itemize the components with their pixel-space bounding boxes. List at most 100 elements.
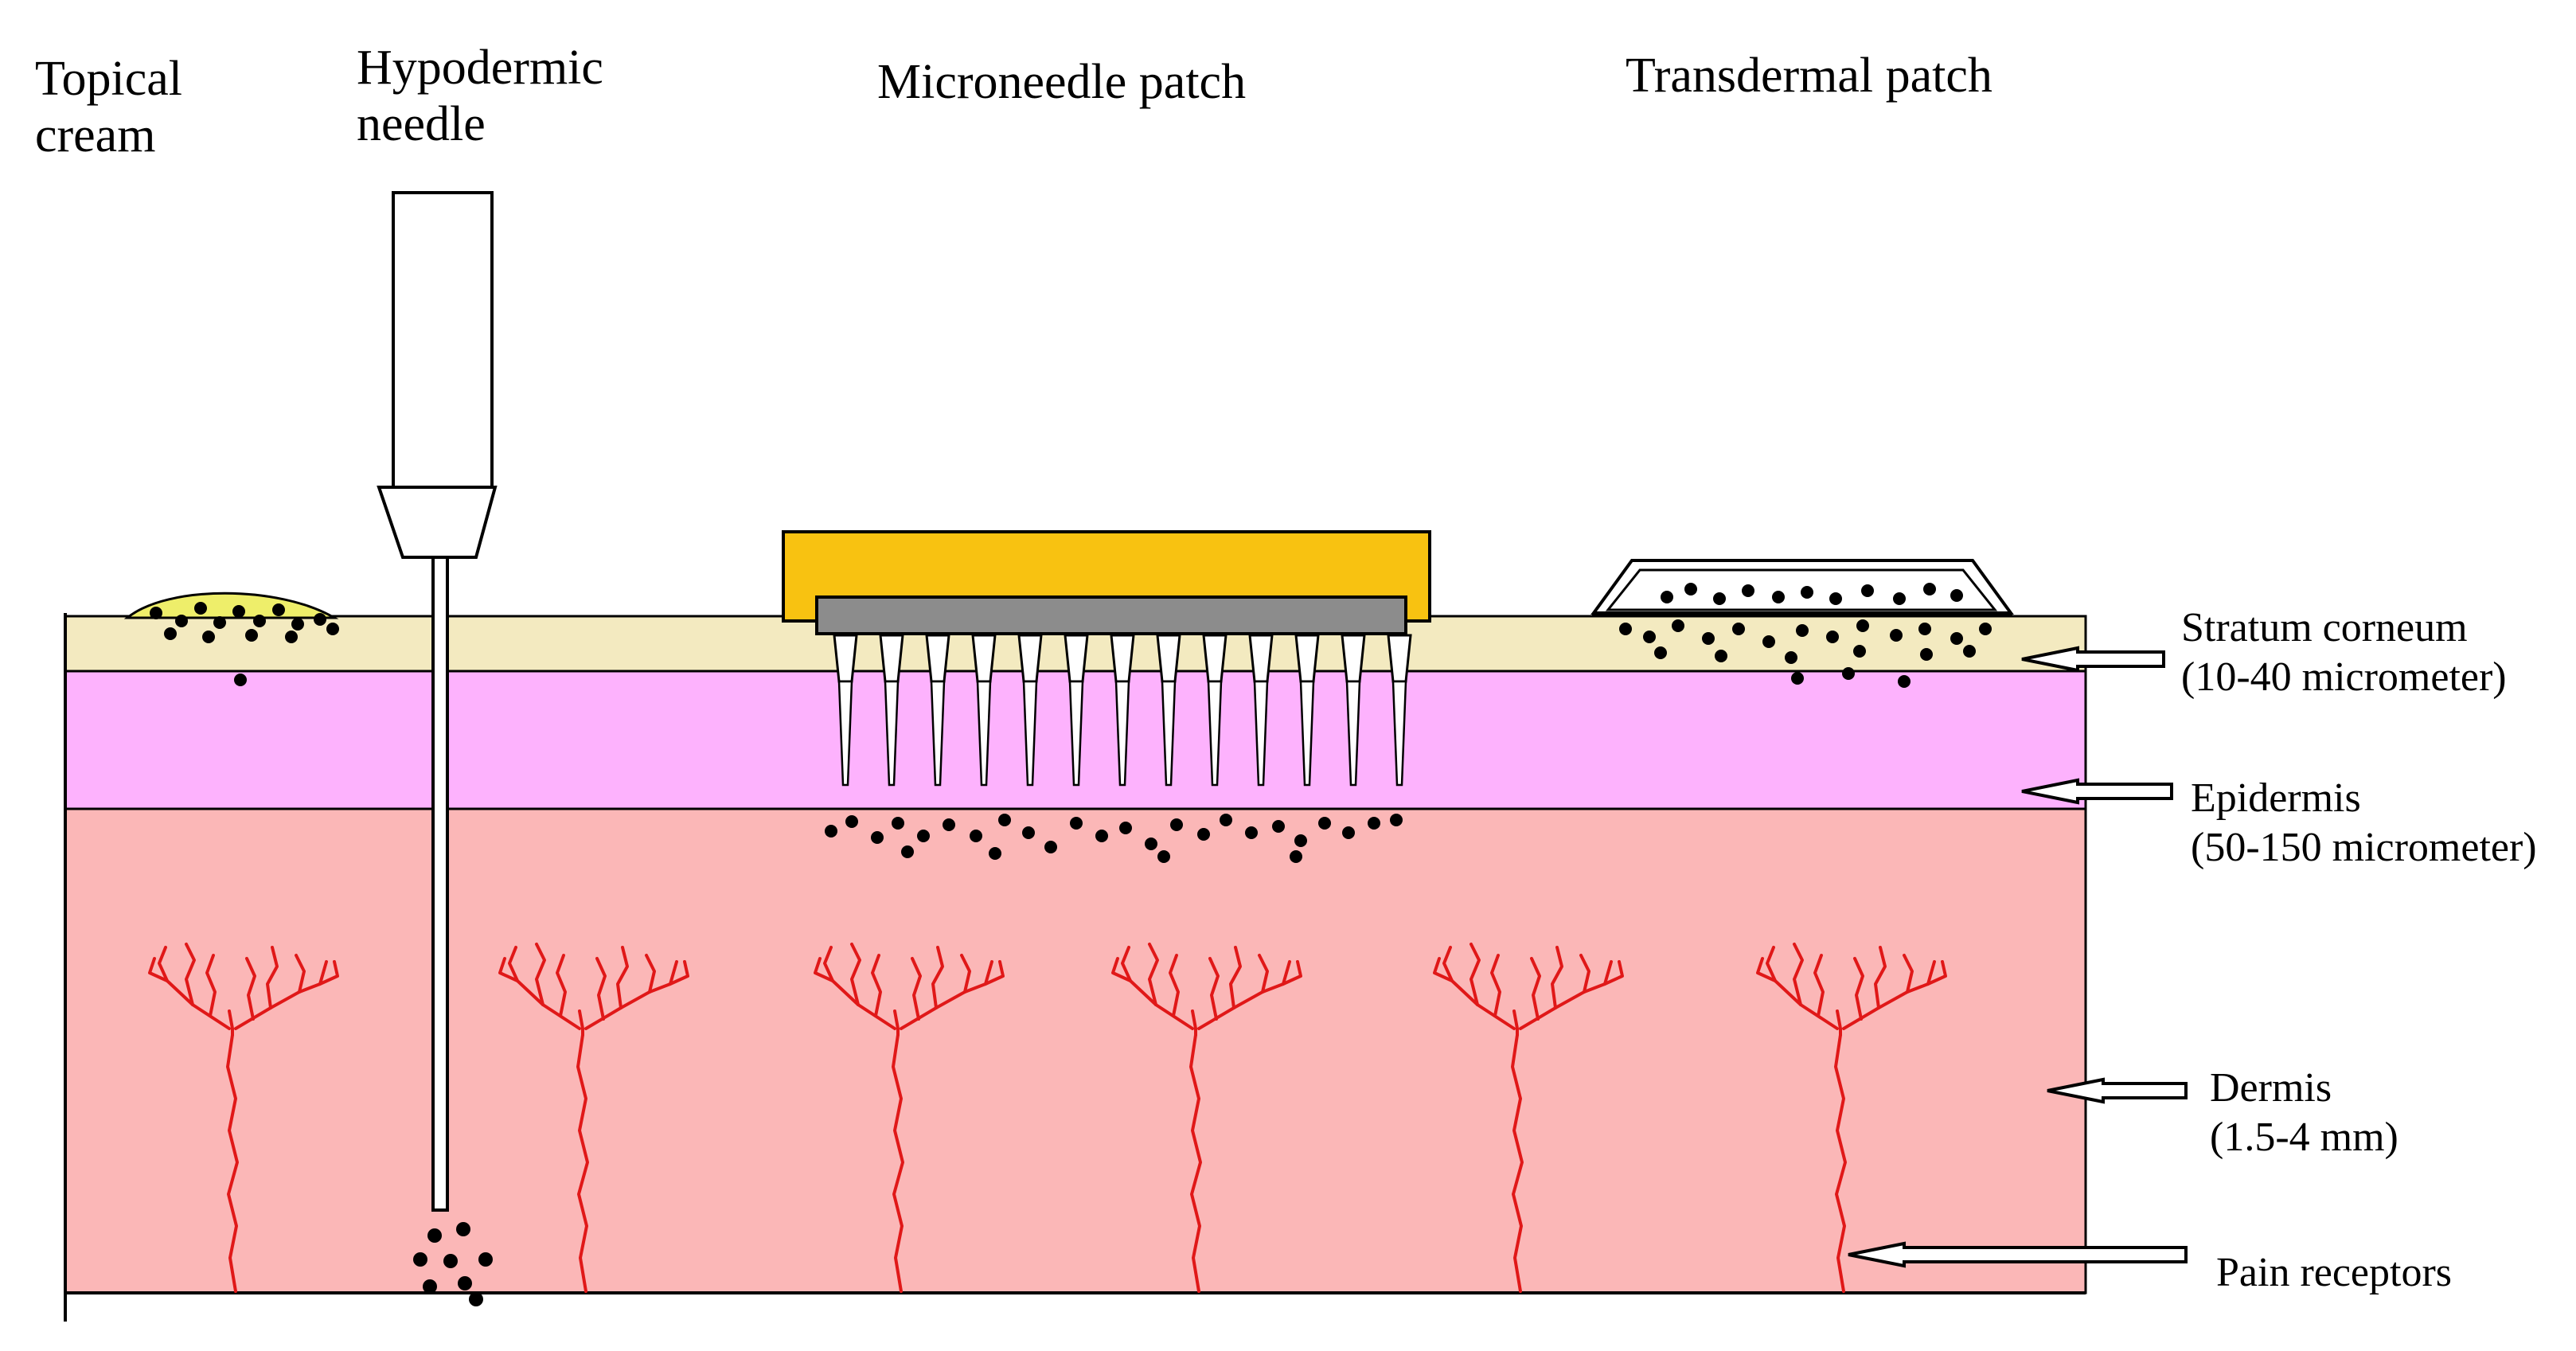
drug-particle: [1070, 817, 1083, 830]
nerve-stem: [578, 1009, 584, 1037]
nerve-branch: [1579, 954, 1590, 994]
drug-particle: [1145, 838, 1157, 850]
hypodermic-needle-label-line2: needle: [357, 97, 486, 152]
drug-particle: [1713, 592, 1726, 605]
nerve-branch: [1229, 946, 1242, 1009]
drug-particle: [1801, 586, 1813, 599]
nerve-branch: [1433, 957, 1454, 982]
drug-particle: [1762, 635, 1775, 648]
drug-particle: [458, 1276, 472, 1290]
microneedle-shank: [1341, 634, 1366, 683]
microneedle-tip: [1207, 680, 1223, 787]
syringe-hub: [377, 486, 498, 559]
microneedle-shank: [1110, 634, 1135, 683]
drug-particle: [1672, 619, 1684, 632]
nerve-branch: [1111, 957, 1132, 982]
drug-particle: [1157, 850, 1170, 863]
drug-particle: [1684, 583, 1697, 595]
hypodermic-needle-label-line1: Hypodermic: [357, 41, 603, 95]
nerve-trunk: [1511, 1033, 1524, 1293]
drug-particle: [1950, 589, 1963, 602]
nerve-stem: [1191, 1009, 1197, 1037]
microneedle-shank: [1064, 634, 1089, 683]
drug-particle: [314, 613, 326, 626]
nerve-branch: [1208, 957, 1220, 1021]
drug-particle: [1368, 817, 1380, 830]
microneedle: [1294, 634, 1320, 787]
drug-particle: [1742, 584, 1754, 597]
transdermal-patch-icon: [1590, 559, 2014, 617]
pain-receptors-group: [148, 943, 1947, 1293]
drug-particle: [202, 631, 215, 643]
microneedle: [1202, 634, 1228, 787]
nerve-trunk: [1834, 1033, 1847, 1293]
microneedle: [1341, 634, 1366, 787]
nerve-branch: [616, 946, 629, 1009]
nerve-branch: [1551, 946, 1563, 1009]
drug-particle: [1923, 583, 1936, 595]
microneedle-shank: [833, 634, 858, 683]
nerve-branch: [595, 957, 607, 1021]
nerve-trunk: [576, 1033, 589, 1293]
nerve-branch: [318, 960, 339, 986]
nerve-trunk: [892, 1033, 904, 1293]
microneedle-tip: [1345, 680, 1361, 787]
drug-particle: [1715, 650, 1727, 662]
dermis-label-line2: (1.5-4 mm): [2210, 1115, 2398, 1161]
stratum-corneum-label-line2: (10-40 micrometer): [2181, 654, 2507, 701]
drug-particle: [970, 830, 982, 842]
microneedle-shank: [1017, 634, 1043, 683]
microneedle-shank: [879, 634, 904, 683]
nerve-branch: [1756, 957, 1777, 982]
cream-drug-particles: [150, 602, 339, 686]
nerve-stem: [893, 1009, 900, 1037]
nerve-branch: [1148, 943, 1159, 1006]
dermis-label-line1: Dermis: [2210, 1065, 2332, 1111]
drug-particle: [901, 845, 914, 858]
microneedle-shank: [1294, 634, 1320, 683]
nerve-stem: [228, 1009, 234, 1037]
nerve-branch: [645, 954, 656, 994]
drug-particle: [1245, 826, 1258, 839]
microneedle: [971, 634, 997, 787]
nerve-branch: [1813, 954, 1825, 1017]
drug-particle: [272, 603, 285, 616]
microneedle-patch-label: Microneedle patch: [877, 55, 1247, 109]
drug-particle: [1918, 623, 1931, 635]
microneedle-tip: [1391, 680, 1407, 787]
nerve-branch: [1490, 954, 1501, 1017]
nerve-branch: [931, 946, 944, 1009]
drug-particle: [1785, 651, 1797, 664]
drug-particle: [1044, 841, 1057, 853]
microneedle-tip: [1253, 680, 1269, 787]
drug-particle: [892, 817, 904, 830]
drug-particle: [845, 815, 858, 828]
transdermal-patch-label: Transdermal patch: [1626, 49, 1992, 103]
arrow-left-icon: [2047, 1077, 2188, 1104]
epidermis-label: Epidermis (50-150 micrometer): [2191, 774, 2537, 873]
drug-particle: [234, 674, 247, 686]
drug-particle: [1890, 629, 1903, 642]
microneedle: [833, 634, 858, 787]
microneedle-shank: [971, 634, 997, 683]
drug-particle: [943, 818, 955, 831]
drug-particle: [1732, 623, 1745, 635]
microneedle: [1017, 634, 1043, 787]
drug-particle: [1796, 624, 1809, 637]
nerve-branch: [295, 954, 306, 994]
nerve-ending-icon: [148, 943, 339, 1293]
nerve-ending-icon: [1111, 943, 1302, 1293]
drug-particle: [1920, 648, 1933, 661]
nerve-branch: [1282, 960, 1302, 986]
drug-particle: [1643, 631, 1656, 643]
microneedle-tip: [1068, 680, 1084, 787]
drug-particle: [175, 615, 188, 627]
nerve-branch: [984, 960, 1005, 986]
nerve-branch: [185, 943, 196, 1006]
drug-particle: [1318, 817, 1331, 830]
drug-particle: [1826, 631, 1839, 643]
drug-particle: [1853, 645, 1866, 658]
nerve-branch: [1903, 954, 1914, 994]
drug-particle: [413, 1252, 427, 1267]
